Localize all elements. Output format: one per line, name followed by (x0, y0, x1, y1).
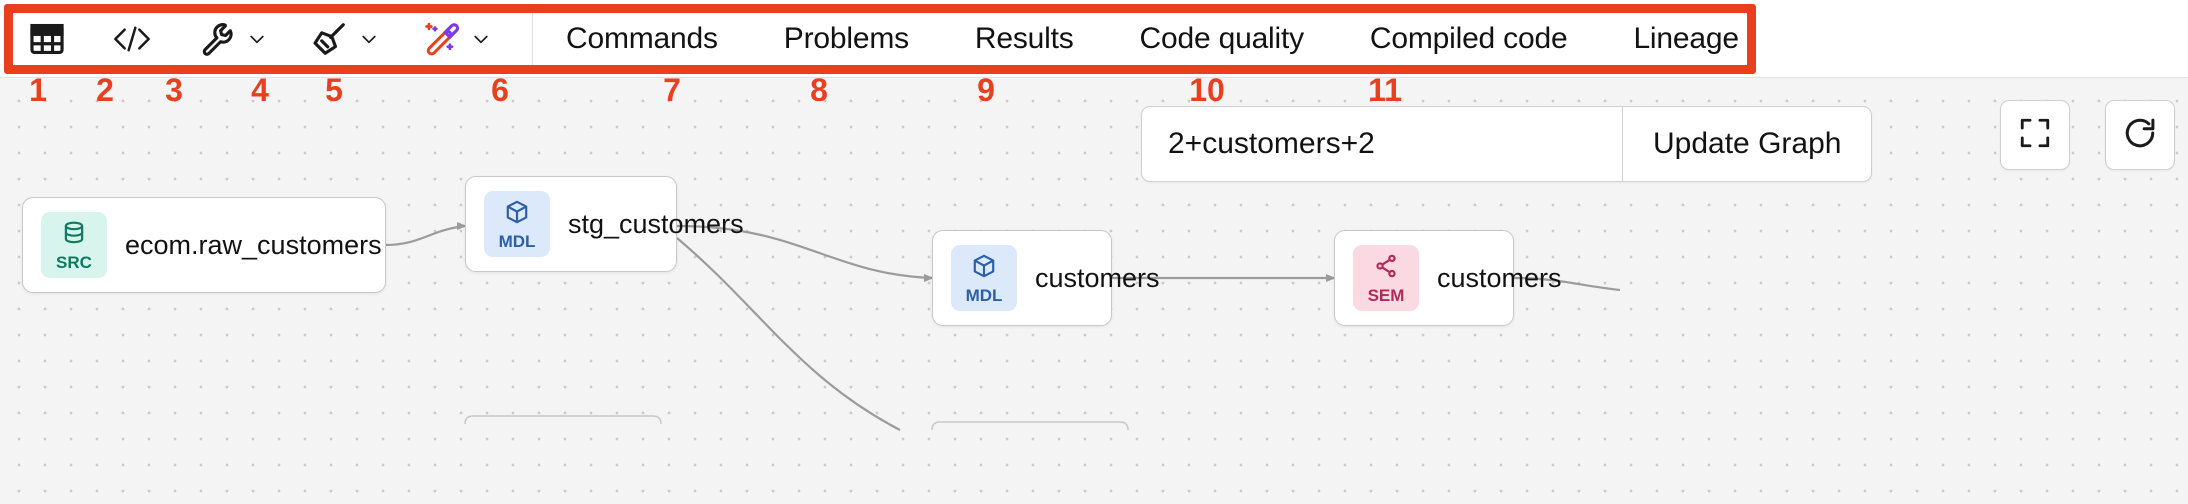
badge-label-sem: SEM (1367, 285, 1405, 305)
broom-icon-button[interactable] (304, 11, 354, 67)
node-badge-src: SRC (41, 212, 107, 278)
callout-6: 6 (491, 72, 509, 108)
tab-compiled-code[interactable]: Compiled code (1369, 21, 1568, 55)
node-label-customers-semantic: customers (1437, 262, 1562, 293)
node-customers-semantic[interactable]: SEM customers (1334, 230, 1562, 326)
cube-icon (971, 253, 997, 284)
code-icon (112, 22, 152, 56)
refresh-button[interactable] (2105, 100, 2175, 170)
refresh-icon (2122, 115, 2158, 156)
toolbar-icon-group (0, 0, 533, 77)
edge-raw-to-stg (385, 224, 466, 247)
annotation-number-row: 1 2 3 4 5 6 7 8 9 10 11 (0, 72, 2188, 114)
node-label-stg-customers: stg_customers (568, 208, 744, 239)
edge-stg-to-customers (676, 224, 933, 280)
edge-sem-out (1513, 276, 1621, 292)
callout-10: 10 (1189, 72, 1225, 108)
callout-4: 4 (251, 72, 269, 108)
callout-9: 9 (977, 72, 995, 108)
magic-wand-chevron-down-icon[interactable] (466, 29, 498, 49)
lineage-search-input[interactable] (1142, 107, 1622, 181)
wrench-chevron-down-icon[interactable] (242, 29, 274, 49)
fullscreen-icon (2018, 116, 2052, 155)
callout-5: 5 (325, 72, 343, 108)
callout-2: 2 (96, 72, 114, 108)
toolbar-tabs: Commands Problems Results Code quality C… (533, 0, 1772, 77)
graph-controls: Update Graph (1141, 106, 1873, 182)
tab-commands[interactable]: Commands (566, 21, 718, 55)
tab-lineage[interactable]: Lineage (1633, 21, 1739, 55)
broom-chevron-down-icon[interactable] (354, 29, 386, 49)
share-nodes-icon (1373, 253, 1399, 284)
editor-toolbar: Commands Problems Results Code quality C… (0, 0, 2188, 78)
arrow-raw-to-stg (457, 222, 467, 230)
format-tool-group (192, 11, 274, 67)
table-icon-button[interactable] (22, 11, 72, 67)
badge-label-mdl-stg: MDL (498, 231, 536, 251)
code-icon-button[interactable] (106, 11, 158, 67)
wrench-icon (198, 20, 236, 58)
node-stg-customers[interactable]: MDL stg_customers (465, 176, 744, 272)
table-icon (28, 20, 66, 58)
callout-3: 3 (165, 72, 183, 108)
wrench-icon-button[interactable] (192, 11, 242, 67)
top-toolbar-region: Commands Problems Results Code quality C… (0, 0, 2188, 78)
arrow-stg-to-customers (924, 274, 934, 282)
ai-tool-group (416, 11, 498, 67)
magic-wand-icon (422, 20, 460, 58)
node-label-raw-customers: ecom.raw_customers (125, 229, 382, 260)
badge-label-mdl-customers: MDL (965, 285, 1003, 305)
magic-wand-icon-button[interactable] (416, 11, 466, 67)
clean-tool-group (304, 11, 386, 67)
callout-11: 11 (1368, 72, 1402, 108)
lineage-canvas[interactable]: Update Graph (0, 78, 2188, 504)
controls-divider (1622, 107, 1623, 181)
callout-7: 7 (663, 72, 681, 108)
update-graph-button[interactable]: Update Graph (1623, 107, 1871, 181)
node-ecom-raw-customers[interactable]: SRC ecom.raw_customers (22, 197, 386, 293)
tab-code-quality[interactable]: Code quality (1139, 21, 1305, 55)
broom-icon (310, 20, 348, 58)
edge-stg-to-lower (676, 237, 901, 431)
node-badge-sem: SEM (1353, 245, 1419, 311)
node-badge-mdl-customers: MDL (951, 245, 1017, 311)
node-partial-lower-left (464, 415, 662, 425)
arrow-customers-to-sem (1326, 274, 1336, 282)
callout-8: 8 (810, 72, 828, 108)
tab-problems[interactable]: Problems (783, 21, 909, 55)
fullscreen-button[interactable] (2000, 100, 2070, 170)
badge-label-src: SRC (56, 252, 92, 272)
node-customers-model[interactable]: MDL customers (932, 230, 1160, 326)
node-label-customers-model: customers (1035, 262, 1160, 293)
database-icon (61, 220, 87, 251)
cube-icon (504, 199, 530, 230)
node-badge-mdl-stg: MDL (484, 191, 550, 257)
lineage-edges (385, 222, 1621, 431)
toolbar-divider (532, 6, 533, 71)
callout-1: 1 (29, 72, 47, 108)
tab-results[interactable]: Results (974, 21, 1074, 55)
node-partial-lower-mid (931, 421, 1129, 431)
